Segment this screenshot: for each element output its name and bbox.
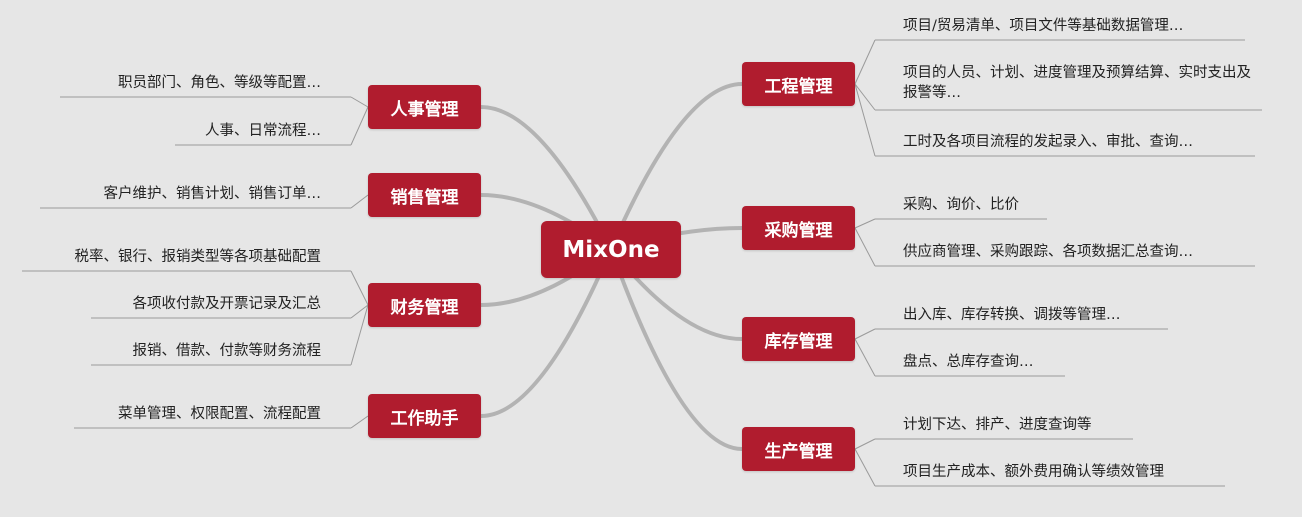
- branch-connector-assistant: [479, 247, 613, 418]
- branch-node-production[interactable]: 生产管理: [742, 427, 855, 471]
- center-label: MixOne: [562, 236, 660, 263]
- leaf-connector: [854, 328, 876, 340]
- branch-connector-production: [609, 247, 744, 451]
- leaf-connector: [350, 270, 369, 306]
- branch-node-inventory[interactable]: 库存管理: [742, 317, 855, 361]
- leaf-connector: [350, 304, 369, 319]
- branch-node-assistant[interactable]: 工作助手: [368, 394, 481, 438]
- branch-label: 工程管理: [764, 76, 833, 97]
- branch-node-hr[interactable]: 人事管理: [368, 85, 481, 129]
- leaf-item: 职员部门、角色、等级等配置…: [118, 75, 321, 91]
- leaf-item: 采购、询价、比价: [903, 197, 1019, 213]
- leaf-connector: [854, 83, 876, 111]
- branch-node-purchase[interactable]: 采购管理: [742, 206, 855, 250]
- branch-node-engineering[interactable]: 工程管理: [742, 62, 855, 106]
- leaf-connector: [854, 218, 876, 229]
- leaf-item: 出入库、库存转换、调拨等管理…: [903, 307, 1121, 323]
- leaf-item: 工时及各项目流程的发起录入、审批、查询…: [903, 134, 1193, 150]
- leaf-item: 计划下达、排产、进度查询等: [903, 417, 1092, 433]
- branch-label: 库存管理: [764, 331, 833, 352]
- leaf-connector: [854, 227, 876, 267]
- leaf-item: 菜单管理、权限配置、流程配置: [118, 406, 321, 422]
- leaf-item: 客户维护、销售计划、销售订单…: [103, 186, 322, 202]
- leaf-item: 供应商管理、采购跟踪、各项数据汇总查询…: [903, 244, 1193, 260]
- leaf-connector: [350, 304, 369, 366]
- leaf-item: 项目/贸易清单、项目文件等基础数据管理…: [903, 18, 1184, 34]
- leaf-connector: [350, 96, 369, 108]
- branch-label: 生产管理: [764, 441, 833, 462]
- leaf-connector: [854, 83, 876, 157]
- leaf-connector: [350, 106, 369, 146]
- leaf-item: 项目的人员、计划、进度管理及预算结算、实时支出及报警等…: [903, 65, 1251, 101]
- leaf-connector: [350, 194, 369, 209]
- leaf-connector: [854, 338, 876, 377]
- leaf-item: 各项收付款及开票记录及汇总: [132, 296, 322, 312]
- branch-node-finance[interactable]: 财务管理: [368, 283, 481, 327]
- leaf-connector: [854, 39, 876, 85]
- branch-label: 财务管理: [390, 297, 459, 318]
- leaf-item: 税率、银行、报销类型等各项基础配置: [74, 249, 322, 265]
- leaf-connector: [854, 448, 876, 487]
- center-node-mixone[interactable]: MixOne: [541, 221, 681, 278]
- leaf-item: 报销、借款、付款等财务流程: [132, 343, 322, 359]
- branch-connector-engineering: [609, 82, 744, 251]
- leaf-item: 人事、日常流程…: [205, 123, 321, 139]
- branch-label: 销售管理: [390, 187, 459, 208]
- branch-label: 工作助手: [390, 408, 459, 429]
- leaf-connector: [350, 415, 369, 429]
- branch-label: 采购管理: [764, 220, 833, 241]
- branch-label: 人事管理: [390, 99, 459, 120]
- branch-node-sales[interactable]: 销售管理: [368, 173, 481, 217]
- branch-connector-hr: [479, 105, 613, 251]
- leaf-connector: [854, 438, 876, 450]
- leaf-item: 盘点、总库存查询…: [903, 354, 1034, 370]
- leaf-item: 项目生产成本、额外费用确认等绩效管理: [903, 464, 1164, 480]
